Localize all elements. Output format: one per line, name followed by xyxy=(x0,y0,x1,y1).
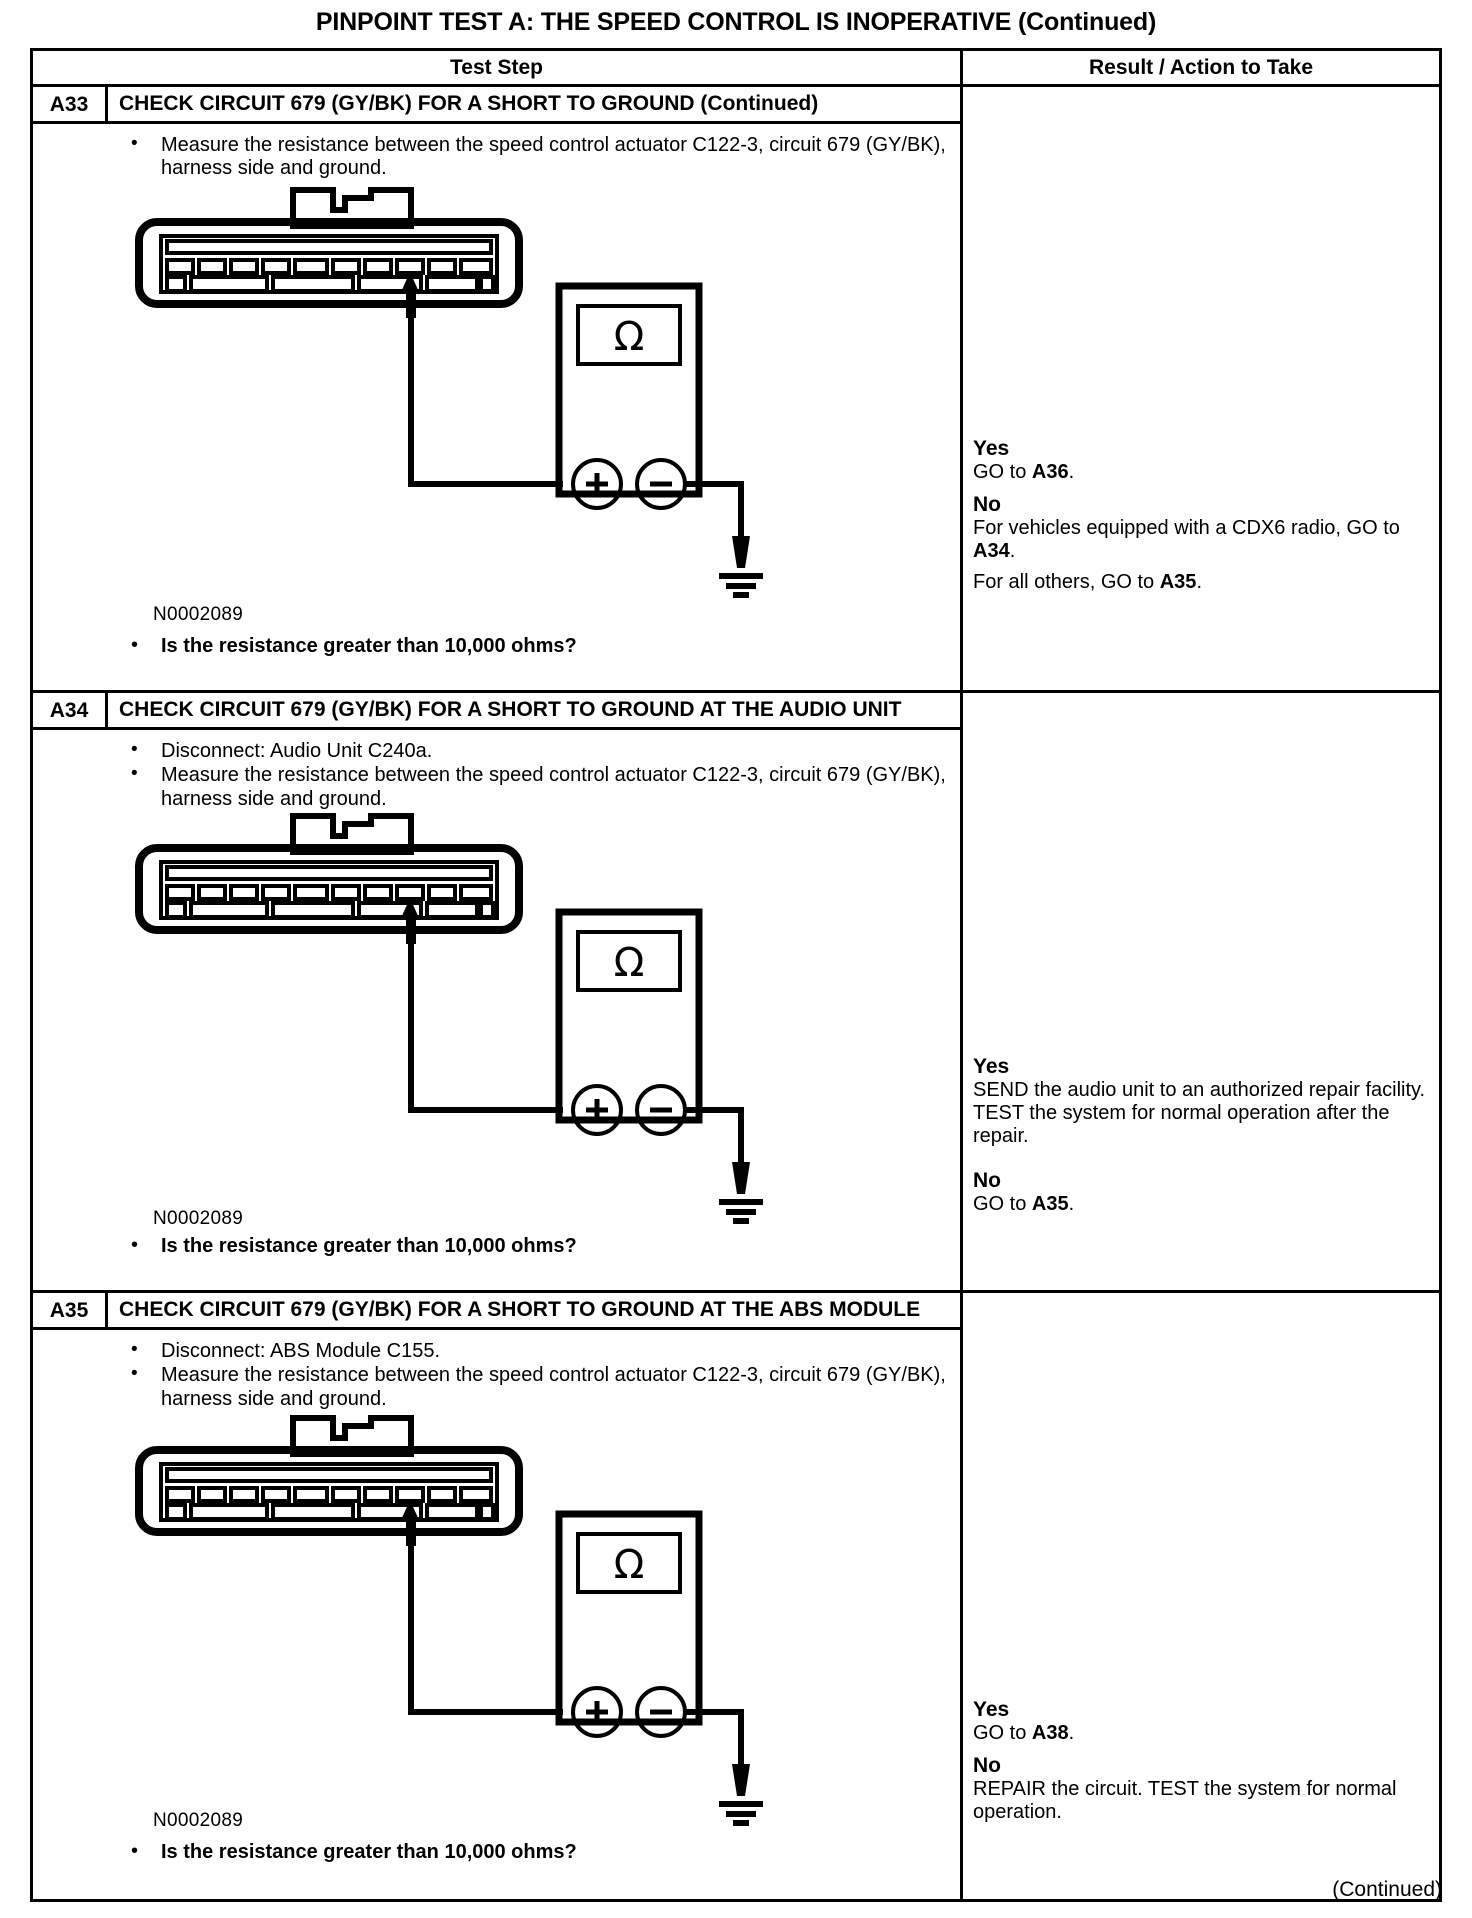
list-item: Disconnect: Audio Unit C240a. xyxy=(33,739,960,764)
list-item: Measure the resistance between the speed… xyxy=(33,763,960,811)
test-step-cell: A35 CHECK CIRCUIT 679 (GY/BK) FOR A SHOR… xyxy=(33,1293,963,1899)
table-row: A34 CHECK CIRCUIT 679 (GY/BK) FOR A SHOR… xyxy=(33,693,1439,1293)
result-no-text-2: For all others, GO to A35. xyxy=(973,571,1202,594)
resistance-measurement-diagram: Ω xyxy=(135,812,763,1224)
column-header-test-step: Test Step xyxy=(33,51,963,84)
step-title-band: A33 CHECK CIRCUIT 679 (GY/BK) FOR A SHOR… xyxy=(33,87,960,124)
result-yes-text: SEND the audio unit to an authorized rep… xyxy=(973,1078,1426,1148)
table-row: A33 CHECK CIRCUIT 679 (GY/BK) FOR A SHOR… xyxy=(33,87,1439,693)
pinpoint-test-table: Test Step Result / Action to Take A33 CH… xyxy=(30,48,1442,1902)
step-title: CHECK CIRCUIT 679 (GY/BK) FOR A SHORT TO… xyxy=(119,1298,921,1321)
result-no-label: No xyxy=(973,1169,1001,1192)
step-title: CHECK CIRCUIT 679 (GY/BK) FOR A SHORT TO… xyxy=(119,92,819,115)
result-action-cell: Yes GO to A36. No For vehicles equipped … xyxy=(963,87,1439,690)
svg-text:Ω: Ω xyxy=(614,314,645,360)
result-yes-label: Yes xyxy=(973,437,1010,460)
result-no-text: REPAIR the circuit. TEST the system for … xyxy=(973,1777,1397,1823)
step-title-band: A35 CHECK CIRCUIT 679 (GY/BK) FOR A SHOR… xyxy=(33,1293,960,1330)
step-body: Disconnect: ABS Module C155. Measure the… xyxy=(33,1330,960,1870)
instruction-list: Disconnect: ABS Module C155. Measure the… xyxy=(33,1330,960,1412)
table-row: A35 CHECK CIRCUIT 679 (GY/BK) FOR A SHOR… xyxy=(33,1293,1439,1899)
figure-reference-code: N0002089 xyxy=(153,603,244,625)
step-body: Measure the resistance between the speed… xyxy=(33,124,960,664)
figure-reference-code: N0002089 xyxy=(153,1207,244,1229)
column-header-result-action: Result / Action to Take xyxy=(1088,55,1314,79)
resistance-measurement-diagram: Ω xyxy=(135,1414,763,1826)
step-body: Disconnect: Audio Unit C240a. Measure th… xyxy=(33,730,960,1264)
test-step-cell: A33 CHECK CIRCUIT 679 (GY/BK) FOR A SHOR… xyxy=(33,87,963,690)
svg-text:Ω: Ω xyxy=(614,1542,645,1588)
result-no-block: No REPAIR the circuit. TEST the system f… xyxy=(973,1754,1433,1824)
step-title-band: A34 CHECK CIRCUIT 679 (GY/BK) FOR A SHOR… xyxy=(33,693,960,730)
result-yes-text: GO to A36. xyxy=(973,460,1075,483)
result-yes-block: Yes GO to A36. xyxy=(973,437,1433,484)
result-yes-block: Yes GO to A38. xyxy=(973,1698,1433,1745)
test-question: Is the resistance greater than 10,000 oh… xyxy=(33,634,960,658)
page-footer-continued: (Continued) xyxy=(1332,1878,1442,1901)
result-no-label: No xyxy=(973,1754,1001,1777)
result-action-cell: Yes SEND the audio unit to an authorized… xyxy=(963,693,1439,1290)
list-item: Disconnect: ABS Module C155. xyxy=(33,1339,960,1364)
resistance-measurement-diagram: Ω xyxy=(135,186,763,598)
result-yes-label: Yes xyxy=(973,1698,1010,1721)
result-yes-text: GO to A38. xyxy=(973,1721,1075,1744)
result-no-block: No GO to A35. xyxy=(973,1169,1433,1216)
step-title: CHECK CIRCUIT 679 (GY/BK) FOR A SHORT TO… xyxy=(119,698,902,721)
instruction-list: Disconnect: Audio Unit C240a. Measure th… xyxy=(33,730,960,812)
test-question: Is the resistance greater than 10,000 oh… xyxy=(33,1234,960,1258)
result-no-block: No For vehicles equipped with a CDX6 rad… xyxy=(973,493,1433,595)
page-title: PINPOINT TEST A: THE SPEED CONTROL IS IN… xyxy=(315,8,1157,36)
test-step-cell: A34 CHECK CIRCUIT 679 (GY/BK) FOR A SHOR… xyxy=(33,693,963,1290)
result-yes-block: Yes SEND the audio unit to an authorized… xyxy=(973,1055,1433,1149)
table-header-row: Test Step Result / Action to Take xyxy=(33,51,1439,87)
svg-text:Ω: Ω xyxy=(614,940,645,986)
result-no-text: GO to A35. xyxy=(973,1192,1075,1215)
step-id: A35 xyxy=(33,1293,108,1327)
result-no-label: No xyxy=(973,493,1001,516)
result-no-text-1: For vehicles equipped with a CDX6 radio,… xyxy=(973,516,1400,562)
step-id: A34 xyxy=(33,693,108,727)
list-item: Measure the resistance between the speed… xyxy=(33,133,960,181)
result-action-cell: Yes GO to A38. No REPAIR the circuit. TE… xyxy=(963,1293,1439,1899)
step-id: A33 xyxy=(33,87,108,121)
result-yes-label: Yes xyxy=(973,1055,1010,1078)
list-item: Measure the resistance between the speed… xyxy=(33,1363,960,1411)
test-question: Is the resistance greater than 10,000 oh… xyxy=(33,1840,960,1864)
figure-reference-code: N0002089 xyxy=(153,1809,244,1831)
instruction-list: Measure the resistance between the speed… xyxy=(33,124,960,181)
